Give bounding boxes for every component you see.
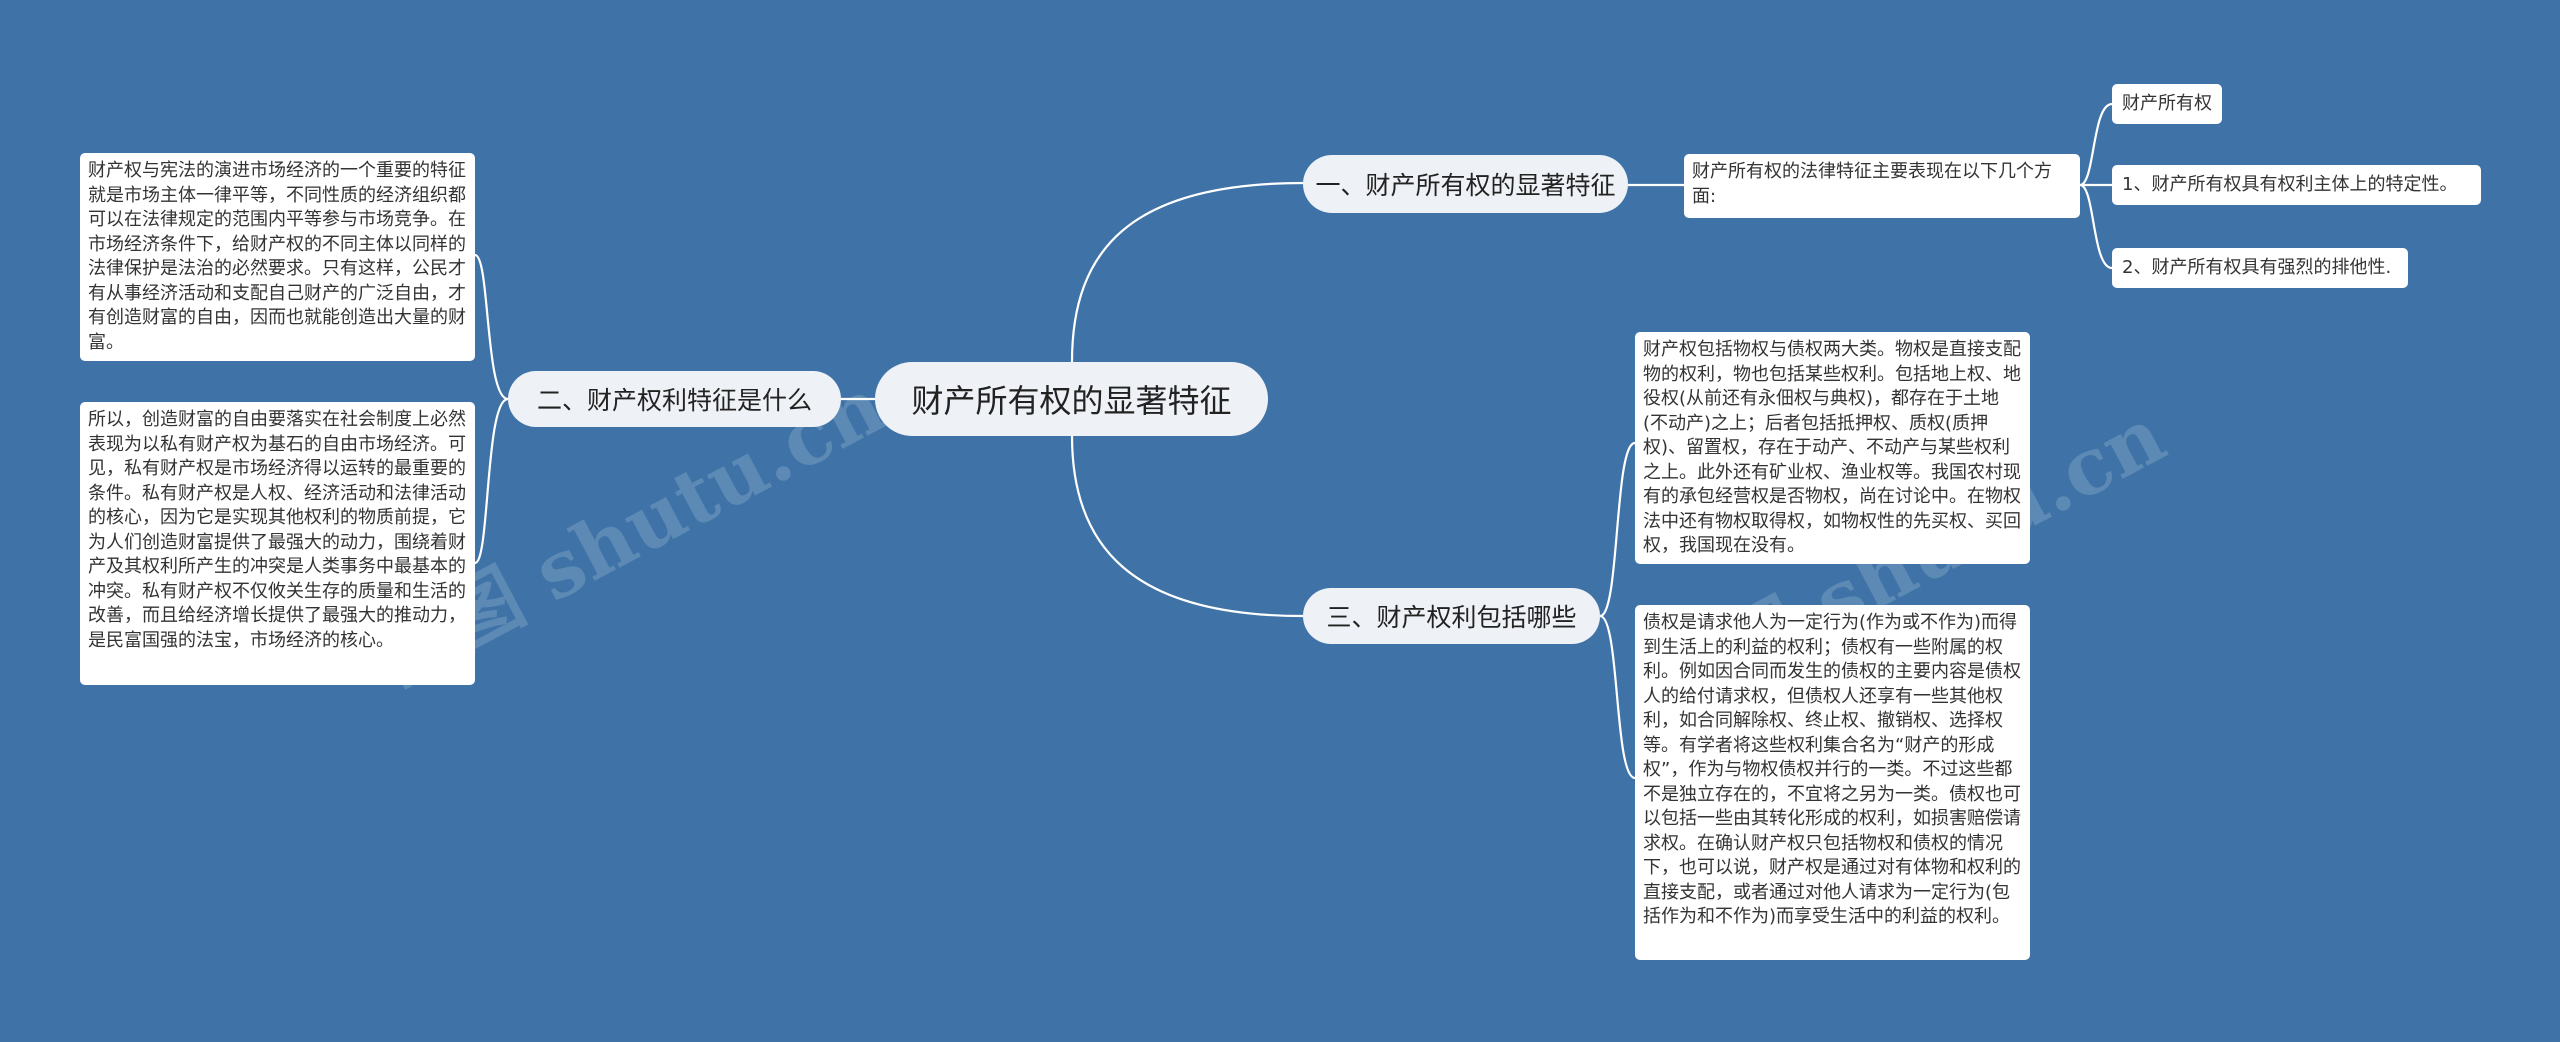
b2-paragraph[interactable]: 所以，创造财富的自由要落实在社会制度上必然表现为以私有财产权为基石的自由市场经济… [80,402,475,685]
branch-topic-3[interactable]: 三、财产权利包括哪些 [1303,588,1600,644]
link-b2-paragraphs [473,253,509,565]
link-detail-items [2079,102,2113,270]
link-b3-paragraphs [1599,441,1636,780]
b2-paragraph[interactable]: 财产权与宪法的演进市场经济的一个重要的特征就是市场主体一律平等，不同性质的经济组… [80,153,475,361]
link-central-b1 [1070,181,1304,363]
b3-paragraph[interactable]: 财产权包括物权与债权两大类。物权是直接支配物的权利，物也包括某些权利。包括地上权… [1635,332,2030,564]
central-topic[interactable]: 财产所有权的显著特征 [875,362,1268,436]
b3-paragraph[interactable]: 债权是请求他人为一定行为(作为或不作为)而得到生活上的利益的权利；债权有一些附属… [1635,605,2030,960]
link-central-b3 [1070,435,1304,618]
b1-intro-note[interactable]: 财产所有权的法律特征主要表现在以下几个方面: [1684,154,2080,218]
b1-item[interactable]: 财产所有权 [2112,84,2222,124]
b1-item[interactable]: 2、财产所有权具有强烈的排他性. [2112,248,2408,288]
b1-item[interactable]: 1、财产所有权具有权利主体上的特定性。 [2112,165,2481,205]
branch-topic-2[interactable]: 二、财产权利特征是什么 [508,371,841,427]
branch-topic-1[interactable]: 一、财产所有权的显著特征 [1303,155,1628,213]
